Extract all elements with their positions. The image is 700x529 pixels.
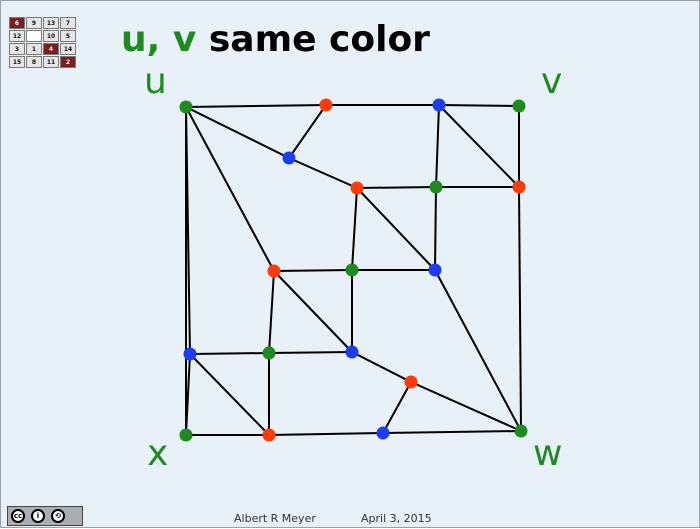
- graph-edge: [351, 351, 412, 383]
- footer-date: April 3, 2015: [361, 512, 432, 525]
- puzzle-tile: 8: [26, 56, 42, 68]
- graph-edge: [410, 381, 522, 432]
- graph-edge: [382, 381, 412, 434]
- label-u: u: [144, 61, 167, 102]
- graph-vertex-j: [345, 345, 359, 359]
- graph-edge: [434, 269, 522, 432]
- graph-vertex-e: [267, 264, 281, 278]
- graph-edge: [268, 270, 275, 354]
- graph-edge: [273, 270, 353, 353]
- puzzle-tile: 5: [60, 30, 76, 42]
- title-same-color: same color: [208, 19, 430, 60]
- puzzle-tile: 4: [43, 43, 59, 55]
- graph-vertex-v: [512, 99, 526, 113]
- by-icon: i: [31, 509, 45, 523]
- graph-vertex-c: [429, 180, 443, 194]
- graph-vertex-x: [179, 428, 193, 442]
- puzzle-tile: 9: [26, 17, 42, 29]
- graph-edge: [434, 186, 437, 271]
- graph-edge: [185, 106, 275, 272]
- graph-edge: [438, 104, 520, 188]
- footer-author: Albert R Meyer: [234, 512, 316, 525]
- creative-commons-badge: cc i ⟲: [7, 506, 83, 526]
- label-x: x: [147, 433, 169, 474]
- label-w: w: [533, 433, 563, 474]
- puzzle-tile: 7: [60, 17, 76, 29]
- graph-edge: [382, 430, 522, 434]
- puzzle-tile: 11: [43, 56, 59, 68]
- graph-edge: [288, 157, 358, 189]
- graph-edge: [185, 353, 191, 436]
- graph-vertex-b: [350, 181, 364, 195]
- puzzle-tile: 10: [43, 30, 59, 42]
- label-v: v: [541, 61, 563, 102]
- graph-vertex-t2: [432, 98, 446, 112]
- title-u: u,: [121, 19, 173, 60]
- title-v: v: [172, 19, 209, 60]
- graph-vertex-i: [262, 346, 276, 360]
- sa-icon: ⟲: [51, 509, 65, 523]
- puzzle-tile: 3: [9, 43, 25, 55]
- slide-title: u, v same color: [121, 19, 430, 60]
- graph-edge: [189, 353, 270, 436]
- puzzle-tile: 1: [26, 43, 42, 55]
- graph-vertex-g: [428, 263, 442, 277]
- graph-edge: [351, 187, 358, 271]
- graph-vertex-k: [404, 375, 418, 389]
- graph-vertex-d: [512, 180, 526, 194]
- graph-edge: [518, 186, 522, 432]
- puzzle-tile: 14: [60, 43, 76, 55]
- graph-vertex-w: [514, 424, 528, 438]
- cc-icon: cc: [11, 509, 25, 523]
- puzzle-tile: 12: [9, 30, 25, 42]
- puzzle-tile: [26, 30, 42, 42]
- graph-edge: [268, 351, 353, 354]
- graph-edge: [438, 104, 520, 107]
- graph-edge: [356, 186, 437, 189]
- graph-edge: [356, 187, 436, 271]
- graph-edge: [288, 104, 327, 159]
- graph-vertex-u: [179, 100, 193, 114]
- graph-edge: [185, 106, 191, 355]
- puzzle-tile: 15: [9, 56, 25, 68]
- puzzle-tile: 13: [43, 17, 59, 29]
- graph-edge: [268, 432, 384, 436]
- graph-edge: [435, 104, 440, 188]
- graph-vertex-l: [262, 428, 276, 442]
- graph-edge: [273, 269, 353, 272]
- graph-edge: [189, 352, 270, 355]
- graph-vertex-f: [345, 263, 359, 277]
- puzzle-tile: 2: [60, 56, 76, 68]
- graph-edge: [185, 106, 290, 159]
- graph-vertex-h: [183, 347, 197, 361]
- graph-vertex-t1: [319, 98, 333, 112]
- graph-vertex-m: [376, 426, 390, 440]
- graph-vertex-a: [282, 151, 296, 165]
- puzzle-tile: 6: [9, 17, 25, 29]
- graph-edge: [185, 104, 327, 108]
